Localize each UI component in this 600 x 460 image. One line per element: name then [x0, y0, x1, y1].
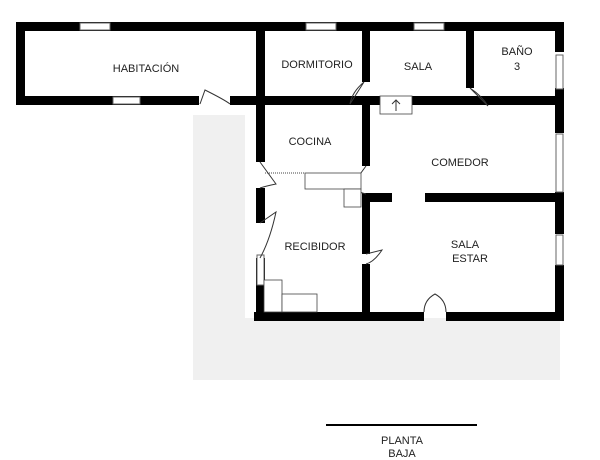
wall-recibidor-salaestar: [362, 264, 370, 321]
room-label-habitacion: HABITACIÓN: [113, 62, 179, 75]
staircase-recibidor: [263, 279, 283, 313]
room-label-sala: SALA: [404, 61, 433, 73]
window: [555, 133, 564, 193]
door-swing: [469, 87, 489, 107]
room-label-bano-number: 3: [514, 61, 520, 73]
wall-bottom-habitacion-a: [16, 96, 199, 105]
wall-bottom-b: [446, 312, 564, 321]
window: [413, 22, 445, 31]
window: [555, 54, 564, 90]
door-swing: [365, 249, 384, 265]
wall-bottom-a: [254, 312, 424, 321]
wall-comedor-salaestar-b: [425, 193, 564, 202]
wall-sala-bano: [466, 22, 474, 88]
room-label-cocina: COCINA: [289, 136, 332, 148]
door-swing: [259, 161, 277, 189]
window: [112, 96, 141, 105]
window: [256, 254, 265, 286]
window: [305, 22, 337, 31]
wall-right-3: [555, 192, 564, 234]
door-swing: [349, 81, 365, 105]
stairs: [263, 95, 413, 313]
staircase-cocina: [304, 172, 362, 190]
room-label-comedor: COMEDOR: [431, 157, 489, 169]
arrow-up-icon: [391, 99, 401, 111]
floor-title: PLANTA: [381, 435, 424, 447]
room-label-recibidor: RECIBIDOR: [284, 241, 345, 253]
room-label-sala-estar-2: ESTAR: [452, 253, 488, 265]
window: [555, 234, 564, 266]
room-label-sala-estar: SALA: [451, 239, 480, 251]
door-swing: [423, 293, 447, 313]
wall-right-4: [555, 265, 564, 321]
floor-subtitle: BAJA: [388, 448, 416, 460]
wall-right-2: [555, 88, 564, 133]
room-label-bano: BAÑO: [501, 45, 533, 58]
door-swing: [259, 210, 277, 259]
door-swing: [199, 89, 231, 105]
wall-comedor-salaestar-a: [362, 193, 392, 202]
wall-left-habitacion: [16, 22, 25, 105]
wall-habitacion-dormitorio: [256, 22, 265, 162]
staircase-recibidor-2: [281, 293, 318, 313]
room-labels: HABITACIÓN DORMITORIO SALA BAÑO 3 COCINA…: [113, 45, 533, 265]
background-shade: [193, 115, 560, 380]
room-label-dormitorio: DORMITORIO: [281, 59, 353, 71]
wall-dormitorio-sala: [362, 22, 370, 82]
wall-cocina-comedor: [362, 96, 370, 166]
wall-left-lower-1: [256, 188, 265, 223]
wall-left-lower-2: [256, 258, 265, 321]
window: [79, 22, 111, 31]
wall-top: [16, 22, 564, 31]
wall-right: [555, 22, 564, 52]
staircase-cocina-2: [343, 188, 362, 208]
windows: [79, 22, 564, 286]
wall-recibidor-comedor: [362, 194, 370, 254]
